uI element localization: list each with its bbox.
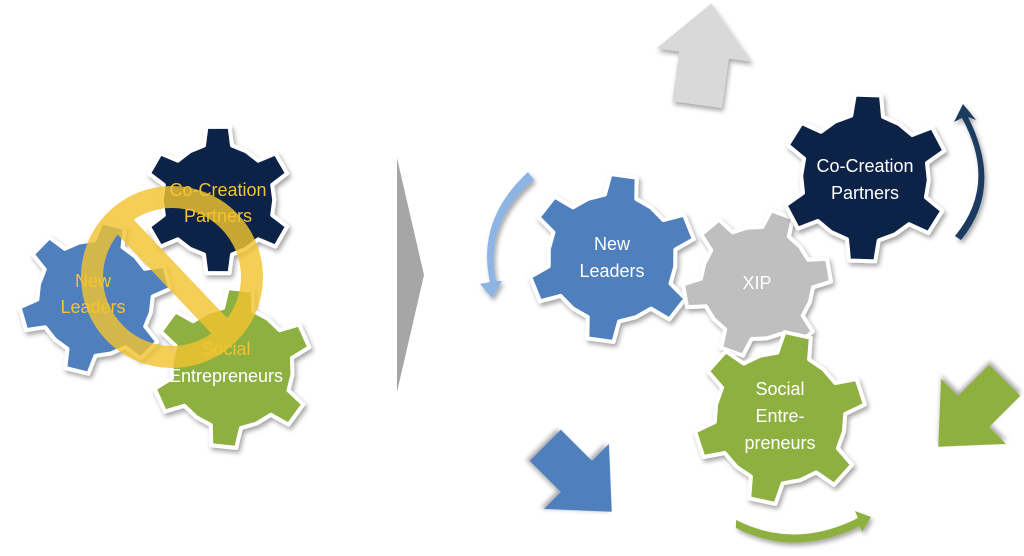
gear-label-line1: Co-Creation [816,156,913,176]
gear-label-line2: Leaders [579,261,644,281]
gear-label: XIP [742,273,771,293]
left-panel: Co-Creation Partners New Leaders Social … [17,124,312,450]
gear-new-leaders-right: New Leaders [528,172,696,344]
gear-co-creation-partners-right: Co-Creation Partners [783,92,947,264]
gear-label-line1: New [594,234,631,254]
arrow-down-right-icon [938,364,1021,447]
gear-label-line2: Entre- [755,406,804,426]
chevron-right-icon [397,158,424,392]
gear-xip: XIP [681,208,833,358]
gear-label-line2: Partners [831,183,899,203]
gear-label-line3: preneurs [744,433,815,453]
arrow-down-left-icon [529,429,612,512]
curved-arrow-right-icon [736,511,871,543]
curved-arrow-up-icon [954,104,985,240]
gear-label-line2: Entrepreneurs [169,366,283,386]
right-panel: New Leaders XIP Co-Creation Partners Soc… [480,3,1021,543]
curved-arrow-down-icon [480,172,534,298]
arrow-up-icon [656,3,752,108]
gear-social-entrepreneurs-right: Social Entre- preneurs [693,330,867,506]
gear-label-line1: Social [755,379,804,399]
prohibit-icon [81,186,263,368]
